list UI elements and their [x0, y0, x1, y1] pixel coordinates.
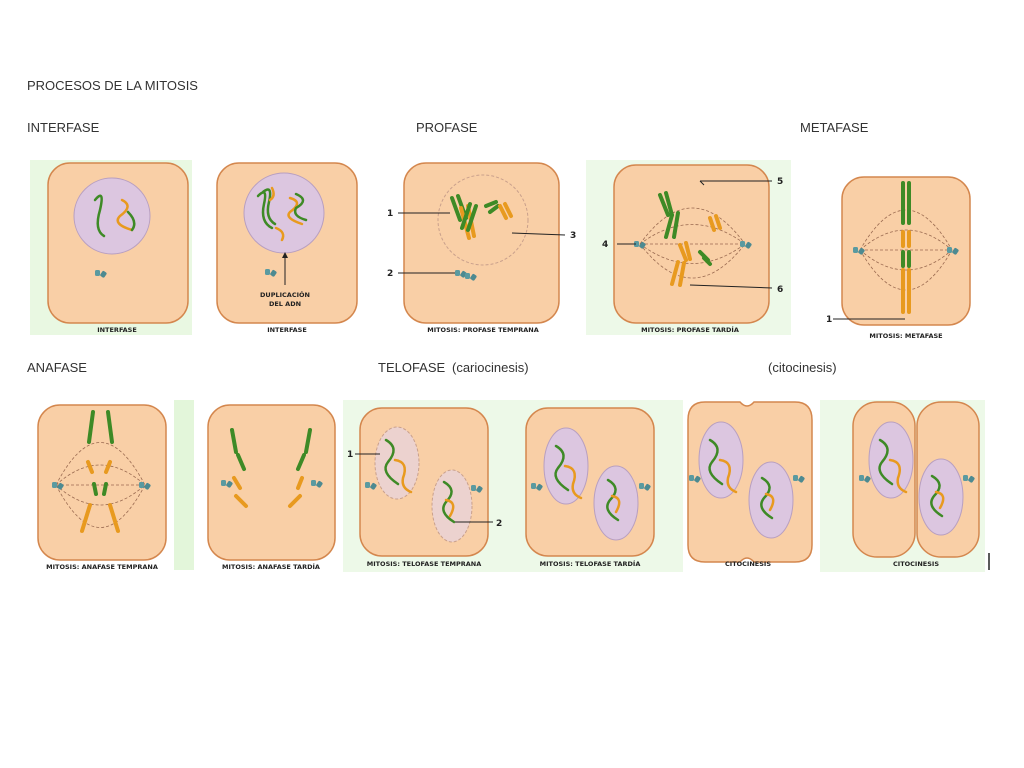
cell-anafase-tardia — [207, 404, 336, 561]
caption-telofase-tardia: MITOSIS: TELOFASE TARDÍA — [540, 559, 641, 568]
cell-telofase-tardia — [525, 407, 655, 557]
cell-interfase-2 — [216, 162, 358, 324]
note-dna-duplication-line1: DUPLICACIÓN — [260, 290, 310, 299]
note-dna-duplication-line2: DEL ADN — [269, 300, 301, 308]
cell-anafase-temprana — [37, 404, 167, 561]
header-anafase: ANAFASE — [27, 360, 87, 375]
label-tel1: 1 — [347, 450, 353, 460]
caption-interfase-2: INTERFASE — [267, 326, 307, 334]
cell-citocinesis-2 — [852, 401, 980, 558]
cell-profase-temprana — [398, 162, 566, 324]
label-p3: 3 — [570, 231, 576, 241]
header-citocinesis: (citocinesis) — [768, 360, 837, 375]
label-m1: 1 — [826, 315, 832, 325]
caption-metafase: MITOSIS: METAFASE — [869, 332, 942, 340]
header-profase: PROFASE — [416, 120, 478, 135]
caption-citocinesis-1: CITOCINESIS — [725, 560, 771, 568]
header-interfase: INTERFASE — [27, 120, 100, 135]
label-t4: 4 — [602, 240, 608, 250]
label-t5: 5 — [777, 177, 783, 187]
header-metafase: METAFASE — [800, 120, 869, 135]
caption-interfase-1: INTERFASE — [97, 326, 137, 334]
caption-anafase-tardia: MITOSIS: ANAFASE TARDÍA — [222, 562, 320, 571]
label-p1: 1 — [387, 209, 393, 219]
header-cariocinesis: (cariocinesis) — [452, 360, 529, 375]
cell-profase-tardia — [613, 164, 773, 324]
page-title: PROCESOS DE LA MITOSIS — [27, 78, 198, 93]
label-tel2: 2 — [496, 519, 502, 529]
label-t6: 6 — [777, 285, 783, 295]
caption-telofase-temprana: MITOSIS: TELOFASE TEMPRANA — [367, 560, 482, 568]
caption-anafase-temprana: MITOSIS: ANAFASE TEMPRANA — [46, 563, 158, 571]
panel-bg — [174, 400, 194, 570]
label-p2: 2 — [387, 269, 393, 279]
caption-citocinesis-2: CITOCINESIS — [893, 560, 939, 568]
header-telofase: TELOFASE — [378, 360, 446, 375]
caption-profase-temprana: MITOSIS: PROFASE TEMPRANA — [427, 326, 539, 334]
caption-profase-tardia: MITOSIS: PROFASE TARDÍA — [641, 325, 739, 334]
cell-telofase-temprana — [355, 407, 493, 557]
cell-metafase — [833, 176, 971, 326]
cell-citocinesis-1 — [687, 401, 813, 563]
cell-interfase-1 — [47, 162, 189, 324]
